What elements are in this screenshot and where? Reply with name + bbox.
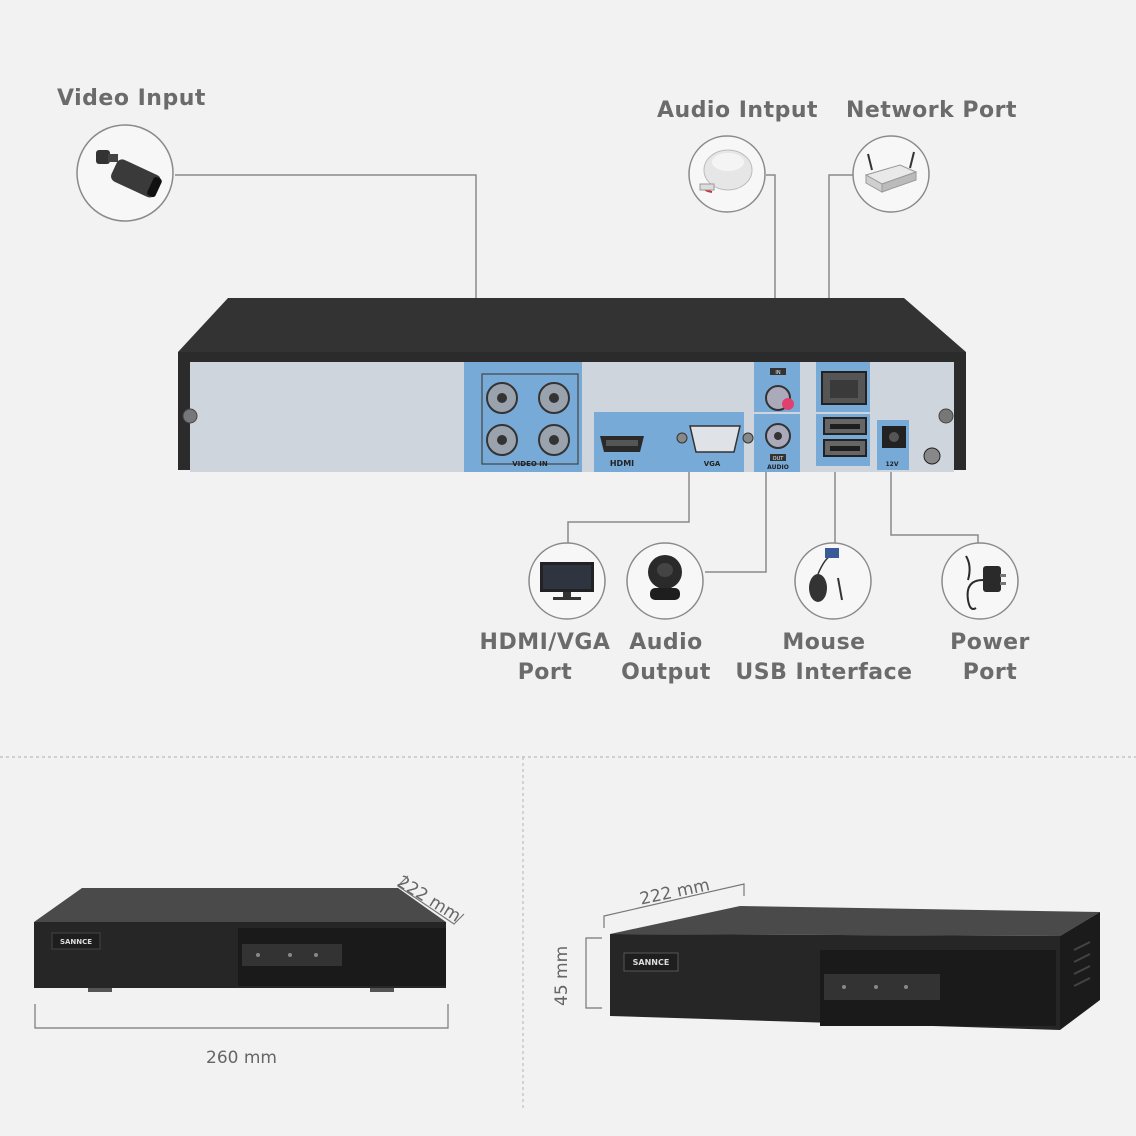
audio-out-tag: OUT xyxy=(773,456,785,462)
ground-screw-icon xyxy=(923,447,941,465)
network-usb-ports xyxy=(821,371,867,457)
network-port-label: Network Port xyxy=(846,98,1018,123)
mouse-usb-label: Mouse USB Interface xyxy=(735,628,912,688)
right-height-dimension: 45 mm xyxy=(552,945,572,1006)
router-icon xyxy=(864,151,918,193)
brand-logo-right: SANNCE xyxy=(633,958,670,967)
power-line1: Power xyxy=(950,630,1030,655)
left-width-dimension: 260 mm xyxy=(206,1048,277,1068)
power-dc-jack: 12V xyxy=(882,426,906,468)
vga-label: VGA xyxy=(704,460,721,468)
screw-icon xyxy=(938,408,954,424)
audio-in-tag: IN xyxy=(775,370,780,376)
monitor-icon xyxy=(540,562,594,600)
brand-logo-left: SANNCE xyxy=(60,938,92,946)
dvr-front-view-right: SANNCE xyxy=(610,906,1100,1030)
screw-icon xyxy=(182,408,198,424)
speaker-icon xyxy=(648,555,682,600)
power-port-label: Power Port xyxy=(950,628,1030,688)
power-line2: Port xyxy=(962,660,1018,685)
audio-output-label: Audio Output xyxy=(621,628,711,688)
audio-jacks: IN OUT AUDIO xyxy=(765,368,794,471)
hdmi-vga-port-label: HDMI/VGA Port xyxy=(480,628,611,688)
right-dimension-lines xyxy=(585,883,745,1009)
video-input-label: Video Input xyxy=(57,86,206,111)
microphone-icon xyxy=(699,149,753,193)
audio-output-line2: Output xyxy=(621,660,711,685)
hdmi-port: HDMI xyxy=(600,436,644,468)
hdmi-vga-line1: HDMI/VGA xyxy=(479,630,611,655)
bnc-connectors: VIDEO IN xyxy=(481,373,579,468)
hdmi-label: HDMI xyxy=(610,459,634,468)
power-adapter-icon xyxy=(965,555,1006,610)
mouse-line1: Mouse xyxy=(782,630,866,655)
hdmi-vga-line2: Port xyxy=(517,660,573,685)
video-in-label: VIDEO IN xyxy=(512,460,548,468)
dvr-front-view-left: SANNCE xyxy=(34,888,446,992)
vga-port: VGA xyxy=(676,425,754,468)
left-dimension-lines xyxy=(34,875,465,1029)
audio-input-label: Audio Intput xyxy=(657,98,819,123)
mouse-icon xyxy=(809,548,843,602)
audio-output-line1: Audio xyxy=(629,630,703,655)
dvr-rear-view: VIDEO IN HDMI VGA IN xyxy=(178,298,966,472)
camera-icon xyxy=(96,150,162,198)
power-rating-label: 12V xyxy=(886,461,899,468)
audio-label: AUDIO xyxy=(767,464,789,471)
mouse-line2: USB Interface xyxy=(735,660,913,685)
